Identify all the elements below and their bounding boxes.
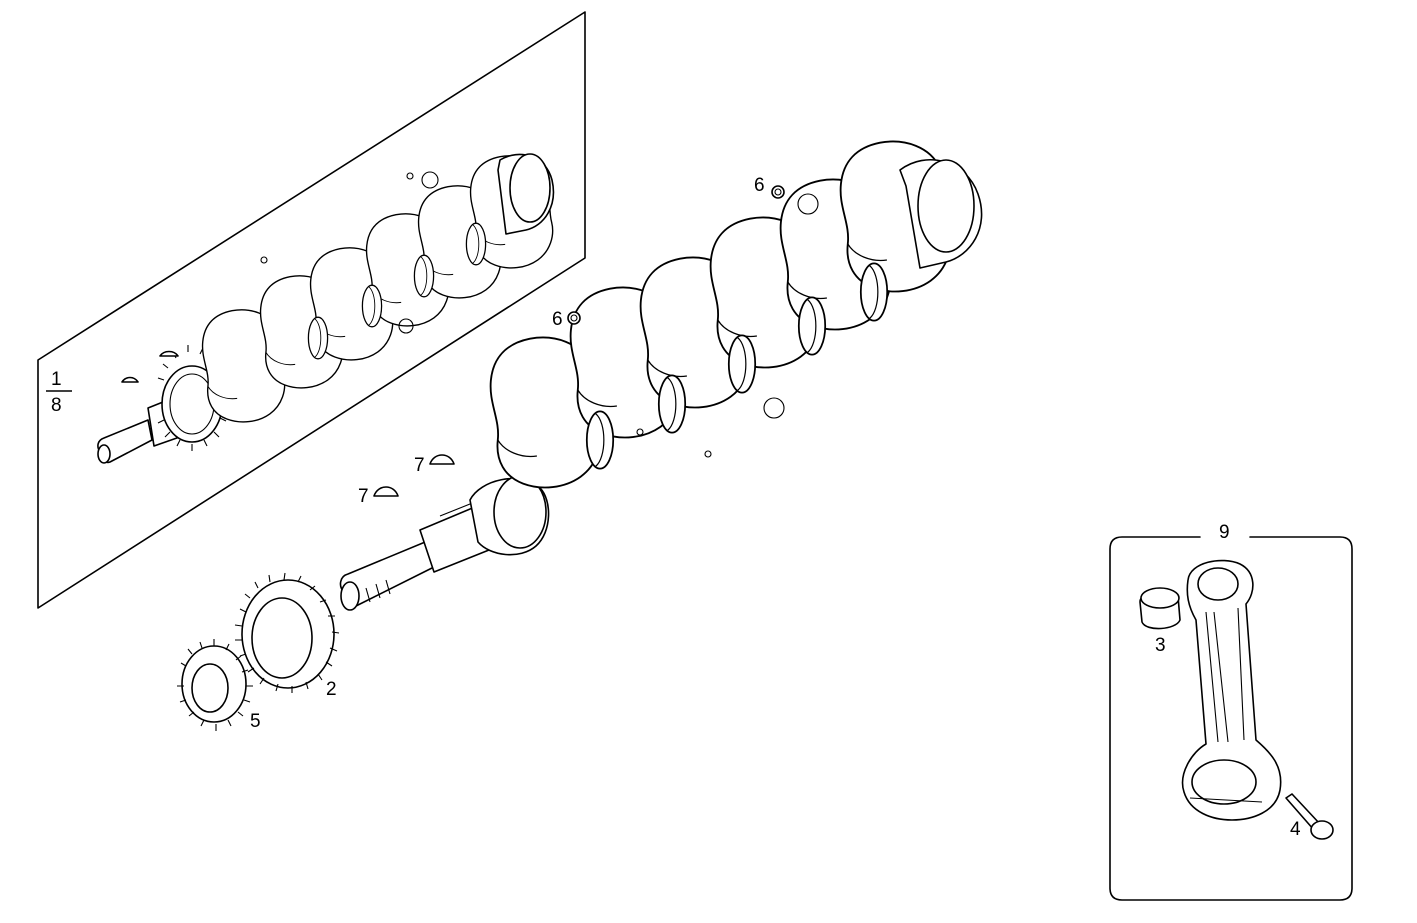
timing-gear-large bbox=[234, 572, 340, 693]
callout-key-upper: 7 bbox=[414, 455, 425, 476]
callout-plug-lower: 6 bbox=[552, 309, 563, 330]
key-upper bbox=[429, 454, 455, 465]
connecting-rod bbox=[1181, 559, 1282, 821]
callout-gear-large: 2 bbox=[326, 679, 337, 700]
callout-key-lower: 7 bbox=[358, 486, 369, 507]
plug-lower bbox=[567, 311, 581, 325]
callouts: 1 8 2 5 6 6 7 7 9 3 4 bbox=[46, 175, 1301, 840]
main-crankshaft bbox=[339, 140, 983, 611]
timing-gear-small bbox=[177, 639, 253, 731]
crankshaft-kit-outline bbox=[37, 11, 586, 609]
callout-kit-bottom: 8 bbox=[51, 395, 62, 416]
key-lower bbox=[373, 486, 399, 497]
callout-bushing: 3 bbox=[1155, 635, 1166, 656]
callout-gear-small: 5 bbox=[250, 711, 261, 732]
kit-crankshaft bbox=[97, 153, 555, 464]
callout-bolt: 4 bbox=[1290, 819, 1301, 840]
conrod-bolt bbox=[1285, 793, 1334, 840]
conrod-kit-outline bbox=[1109, 536, 1353, 901]
callout-conrod-assembly: 9 bbox=[1219, 522, 1230, 543]
callout-plug-upper: 6 bbox=[754, 175, 765, 196]
bushing bbox=[1139, 587, 1181, 630]
callout-kit-top: 1 bbox=[51, 369, 62, 390]
plug-upper bbox=[771, 185, 785, 199]
